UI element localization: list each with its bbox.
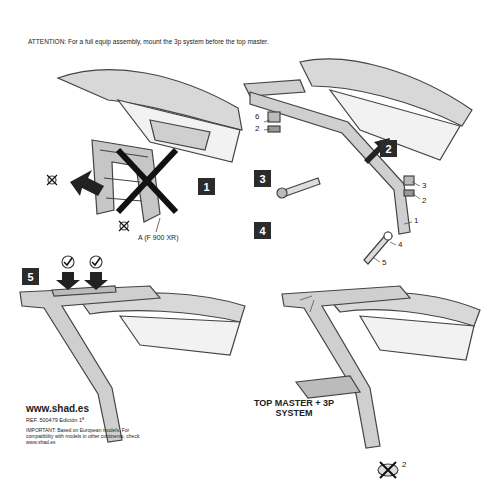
note-text: ATTENTION: For a full equip assembly, mo… [28,38,488,45]
drawing-stroke [52,286,116,296]
drawing-stroke [282,286,410,448]
callout-number: 5 [382,258,392,267]
drawing-stroke [56,272,80,290]
assembly-label: TOP MASTER + 3P SYSTEM [246,398,342,419]
drawing-stroke [300,296,314,312]
step-number: 2 [385,143,391,155]
step-number-box: 1 [198,178,215,195]
drawing-stroke [120,316,240,355]
reference: REF. 500479 Edición 1ª [26,417,166,423]
drawing-stroke [360,316,474,360]
callout-number: 1 [414,216,424,225]
drawing-stroke [47,175,57,185]
drawing-stroke [90,256,102,268]
drawing-stroke [118,150,176,212]
website: www.shad.es [26,403,146,415]
drawing-stroke [62,256,74,268]
drawing-stroke [277,188,287,198]
drawing-stroke [150,120,210,150]
drawing-stroke [48,176,56,184]
panel-fit-side-arm [244,59,472,264]
step-number: 3 [259,173,265,185]
callout-number: 2 [422,196,432,205]
drawing-stroke [84,272,108,290]
step-number: 4 [259,225,265,237]
drawing-stroke [250,92,410,234]
part-label: A (F 900 XR) [138,234,218,242]
drawing-stroke [156,218,160,232]
step-number-box: 2 [380,140,397,157]
drawing-stroke [119,221,129,231]
drawing-stroke [380,462,396,478]
drawing-stroke [70,170,104,196]
callout-number: 3 [422,181,432,190]
drawing-stroke [118,150,176,212]
drawing-stroke [64,258,72,265]
note-text: IMPORTANT: Based on European models. For… [26,428,156,445]
panel-fit-plate [20,256,245,442]
drawing-stroke [264,120,420,262]
drawing-stroke [364,232,392,264]
panel-remove-bracket [47,70,242,232]
callout-number: 2 [255,124,265,133]
step-number-box: 3 [254,170,271,187]
drawing-stroke [92,258,100,265]
drawing-stroke [384,232,392,240]
drawing-stroke [284,178,320,196]
drawing-stroke [268,112,280,122]
step-number-box: 4 [254,222,271,239]
callout-number: 2 [402,460,412,469]
drawing-stroke [404,176,414,185]
step-number-box: 5 [22,268,39,285]
callout-number: 4 [398,240,408,249]
step-number: 5 [27,271,33,283]
drawing-stroke [296,376,360,398]
panel-final-assembly [282,286,480,478]
drawing-stroke [120,222,128,230]
callout-number: 6 [255,112,265,121]
step-number: 1 [203,181,209,193]
